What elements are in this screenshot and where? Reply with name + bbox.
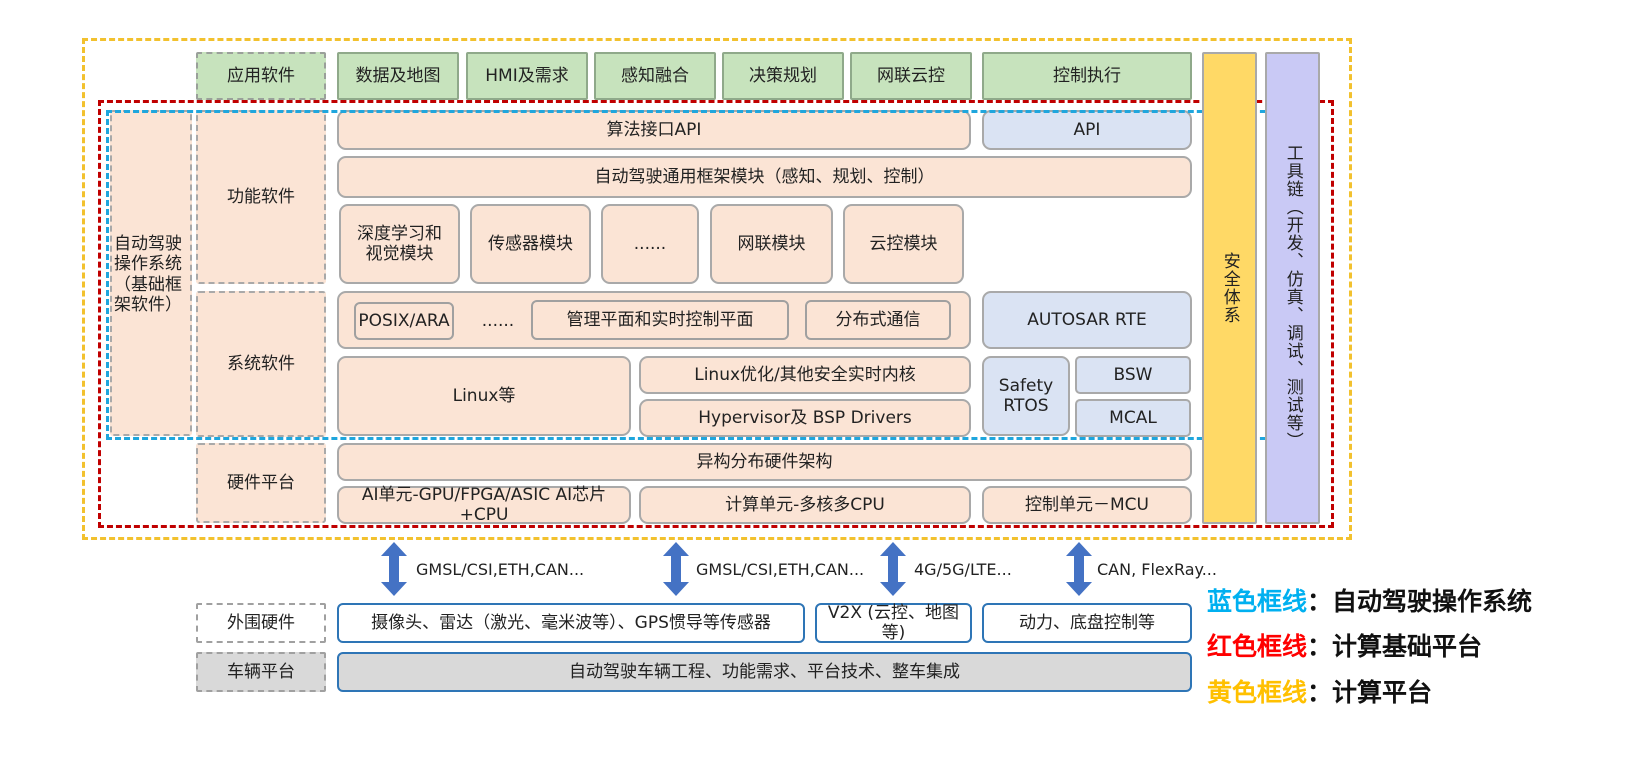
legend-yellow-name: 黄色框线 [1207,678,1308,707]
safety-rtos-text: Safety RTOS [998,375,1054,416]
yellow-frame-compute-platform [82,38,1352,540]
arrow-4-icon [1066,542,1092,596]
interface-label-1: GMSL/CSI,ETH,CAN... [416,560,585,579]
legend-blue-name: 蓝色框线 [1207,587,1308,616]
app-item-hmi: HMI及需求 [466,52,588,100]
legend-yellow-desc: ：计算平台 [1307,678,1433,707]
red-frame-compute-base-platform [98,100,1334,528]
blue-frame-os [106,110,1320,440]
power-chassis-box: 动力、底盘控制等 [982,603,1192,643]
legend-red-name: 红色框线 [1207,632,1308,661]
module-sensor: 传感器模块 [470,204,591,284]
function-software-label: 功能软件 [196,110,326,284]
sensors-box: 摄像头、雷达（激光、毫米波等）、GPS惯导等传感器 [337,603,805,643]
module-network: 网联模块 [710,204,833,284]
control-unit-box: 控制单元－MCU [982,486,1192,524]
system-dots: ...... [481,310,515,331]
module-deep-learning: 深度学习和视觉模块 [339,204,460,284]
linux-opt-box: Linux优化/其他安全实时内核 [639,356,971,394]
safety-system-text: 安全体系 [1219,252,1240,324]
compute-unit-box: 计算单元-多核多CPU [639,486,971,524]
framework-box: 自动驾驶通用框架模块（感知、规划、控制） [337,156,1192,198]
app-item-cloud: 网联云控 [850,52,972,100]
autosar-rte-box: AUTOSAR RTE [982,291,1192,349]
arrow-3-icon [880,542,906,596]
mgmt-plane-box: 管理平面和实时控制平面 [531,300,789,340]
hetero-hw-box: 异构分布硬件架构 [337,443,1192,481]
v2x-box: V2X (云控、地图等) [815,603,972,643]
vehicle-platform-label: 车辆平台 [196,652,326,692]
interface-label-3: 4G/5G/LTE... [914,560,1012,579]
app-item-control: 控制执行 [982,52,1192,100]
legend-blue-desc: ：自动驾驶操作系统 [1307,587,1533,616]
bsw-box: BSW [1075,356,1191,394]
toolchain-column: 工具链（开发、仿真、调试、测试等） [1265,52,1320,524]
app-item-perception: 感知融合 [594,52,716,100]
safety-rtos-box: Safety RTOS [982,356,1070,436]
legend-blue: 蓝色框线：自动驾驶操作系统 [1207,582,1532,618]
hardware-platform-label: 硬件平台 [196,443,326,523]
app-software-label: 应用软件 [196,52,326,100]
distributed-comm-box: 分布式通信 [805,300,951,340]
module-ellipsis: ...... [601,204,699,284]
peripheral-label: 外围硬件 [196,603,326,643]
legend-red-desc: ：计算基础平台 [1307,632,1483,661]
hypervisor-box: Hypervisor及 BSP Drivers [639,399,971,437]
app-item-planning: 决策规划 [722,52,844,100]
interface-label-2: GMSL/CSI,ETH,CAN... [696,560,865,579]
legend-yellow: 黄色框线：计算平台 [1207,673,1432,709]
interface-label-4: CAN, FlexRay... [1097,560,1217,579]
os-label: 自动驾驶操作系统（基础框架软件） [110,110,192,436]
safety-system-column: 安全体系 [1202,52,1257,524]
module-cloud: 云控模块 [843,204,964,284]
ai-unit-box: AI单元-GPU/FPGA/ASIC AI芯片+CPU [337,485,631,525]
legend-red: 红色框线：计算基础平台 [1207,627,1482,663]
posix-ara-box: POSIX/ARA [354,302,454,340]
module-deep-learning-text: 深度学习和视觉模块 [357,223,442,264]
vehicle-content-box: 自动驾驶车辆工程、功能需求、平台技术、整车集成 [337,652,1192,692]
app-item-data-map: 数据及地图 [337,52,459,100]
linux-box: Linux等 [337,356,631,436]
toolchain-text: 工具链（开发、仿真、调试、测试等） [1282,144,1303,450]
arrow-1-icon [381,542,407,596]
arrow-2-icon [663,542,689,596]
os-label-text: 自动驾驶操作系统（基础框架软件） [114,234,182,316]
mcal-box: MCAL [1075,399,1191,437]
system-software-label: 系统软件 [196,291,326,437]
